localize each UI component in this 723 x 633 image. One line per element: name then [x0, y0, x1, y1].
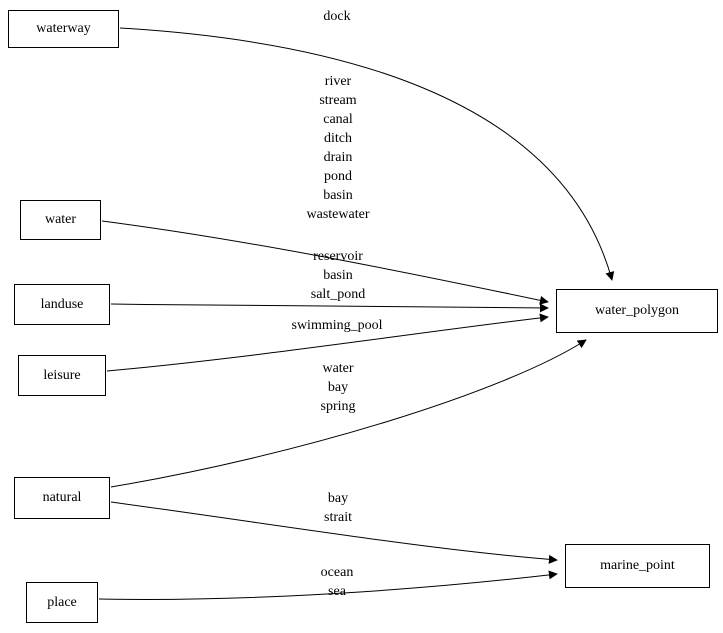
node-landuse: landuse [14, 284, 110, 325]
edge-label-leisure-types: swimming_pool [291, 318, 383, 333]
node-natural: natural [14, 477, 110, 519]
node-leisure: leisure [18, 355, 106, 396]
node-water-polygon: water_polygon [556, 289, 718, 333]
edge-landuse-to-water-polygon [110, 303, 549, 313]
node-water: water [20, 200, 101, 240]
edge-label-water-types: river stream canal ditch drain pond basi… [306, 74, 370, 222]
edge-leisure-to-water-polygon [106, 313, 549, 372]
edge-water-to-water-polygon [101, 220, 549, 305]
edge-label-dock: dock [323, 9, 351, 24]
edge-place-to-marine-point [98, 570, 558, 600]
edge-label-natural-marine-types: bay strait [324, 491, 352, 525]
node-marine-point: marine_point [565, 544, 710, 588]
edge-label-natural-water-types: water bay spring [320, 361, 356, 414]
node-waterway: waterway [8, 10, 119, 48]
edge-label-landuse-types: reservoir basin salt_pond [310, 249, 366, 302]
node-place: place [26, 582, 98, 623]
edge-waterway-to-water-polygon [119, 27, 615, 281]
edge-natural-to-water-polygon [110, 339, 587, 488]
edge-label-place-types: ocean sea [320, 565, 354, 599]
edge-natural-to-marine-point [110, 501, 558, 564]
